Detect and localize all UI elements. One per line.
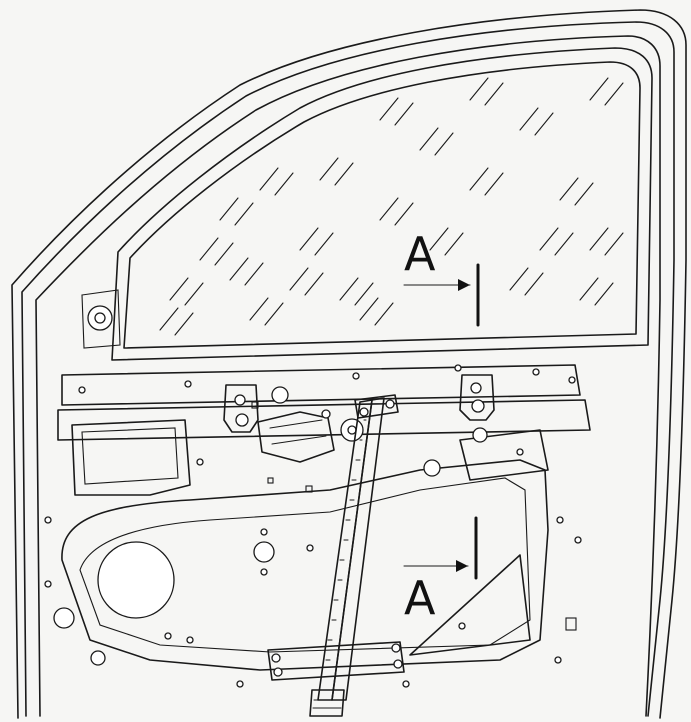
lower-regulator-bracket <box>267 641 405 681</box>
glass-hatching <box>159 77 624 336</box>
door-inner-outline <box>21 21 675 717</box>
left-cutout-inner <box>81 427 179 485</box>
right-glass-clamp <box>459 374 495 421</box>
lower-left-hole <box>53 607 75 629</box>
round-boss-right <box>472 427 488 443</box>
lower-main-cavity <box>61 459 549 671</box>
belt-rail-lower <box>57 399 591 441</box>
speaker-opening <box>97 541 175 619</box>
section-label-lower: A <box>404 571 436 625</box>
right-triangle-cavity <box>409 554 531 656</box>
square-marks <box>251 401 577 631</box>
section-arrowhead-lower <box>456 560 468 572</box>
upper-left-boss-frame <box>81 289 121 349</box>
window-frame-outer <box>111 47 653 361</box>
right-hole <box>423 459 441 477</box>
regulator-motor <box>257 409 364 463</box>
round-boss-upper <box>271 386 289 404</box>
belt-rail <box>61 364 581 406</box>
center-hole <box>253 541 275 563</box>
window-glass <box>123 61 641 349</box>
small-holes <box>44 364 582 688</box>
section-mark-lower <box>403 516 478 580</box>
door-inner-panel-edge <box>35 35 661 717</box>
door-outer-outline <box>11 9 687 719</box>
bottom-left-hole <box>90 650 106 666</box>
left-cutout <box>71 419 191 496</box>
lower-inner-contour <box>79 477 531 653</box>
right-upper-pocket <box>459 429 549 481</box>
section-mark-upper <box>403 263 480 327</box>
section-label-upper: A <box>404 227 436 281</box>
regulator-rail <box>309 394 399 717</box>
upper-left-boss-inner <box>94 312 106 324</box>
left-glass-clamp <box>223 384 259 433</box>
section-arrowhead-upper <box>458 279 470 291</box>
